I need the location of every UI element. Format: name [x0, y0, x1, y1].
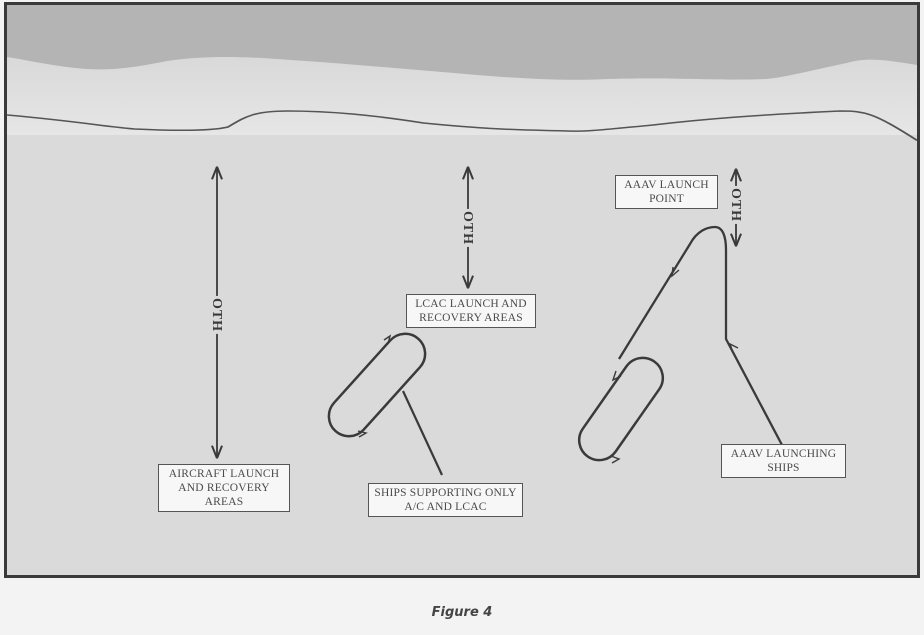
direction-arrow-icon	[611, 370, 622, 382]
figure-caption: Figure 4	[431, 605, 493, 620]
ships-supporting-label: SHIPS SUPPORTING ONLY A/C AND LCAC	[368, 483, 523, 517]
aircraft-launch-label: AIRCRAFT LAUNCH AND RECOVERY AREAS	[158, 464, 290, 512]
shoreline	[7, 110, 917, 141]
direction-arrow-icon	[671, 266, 680, 278]
aaav-racetrack	[577, 356, 665, 462]
direction-arrow-icon	[610, 455, 621, 464]
lcac-racetrack	[327, 332, 427, 438]
direction-arrow-icon	[357, 430, 368, 438]
aaav-route	[618, 225, 784, 446]
direction-arrow-icon	[383, 334, 392, 345]
aaav-oth-label: OTH	[728, 185, 744, 225]
lcac-launch-label: LCAC LAUNCH AND RECOVERY AREAS	[406, 294, 536, 328]
land-area	[7, 5, 917, 80]
ships-support-leader	[402, 390, 443, 476]
direction-arrow-icon	[728, 342, 739, 354]
aaav-launching-ships-label: AAAV LAUNCHING SHIPS	[721, 444, 846, 478]
aaav-launch-point-label: AAAV LAUNCH POINT	[615, 175, 718, 209]
lcac-oth-label: OTH	[460, 208, 476, 248]
aircraft-oth-label: OTH	[209, 295, 225, 335]
diagram-frame: OTH OTH OTH AIRCRAFT LAUNCH AND RECOVERY…	[4, 2, 920, 578]
